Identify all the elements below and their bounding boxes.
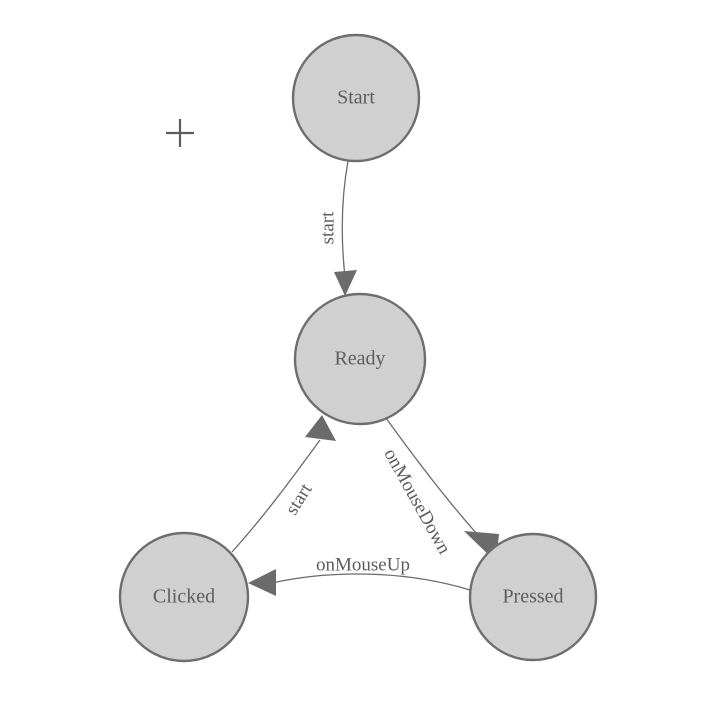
edge-label-pressed-to-clicked: onMouseUp bbox=[316, 554, 410, 575]
node-start[interactable]: Start bbox=[291, 33, 421, 163]
edge-label-ready-to-pressed: onMouseDown bbox=[379, 445, 454, 558]
edge-clicked-to-ready[interactable]: start bbox=[231, 415, 336, 553]
edge-start-to-ready[interactable]: start bbox=[317, 160, 357, 296]
edge-path-clicked-to-ready bbox=[231, 439, 321, 553]
arrowhead-start-to-ready bbox=[334, 270, 357, 296]
node-start-circle[interactable] bbox=[291, 33, 421, 163]
edge-label-start-to-ready: start bbox=[317, 211, 338, 244]
node-pressed-circle[interactable] bbox=[468, 532, 598, 662]
node-ready-label: Ready bbox=[334, 348, 385, 370]
node-pressed[interactable]: Pressed bbox=[468, 532, 598, 662]
edge-pressed-to-clicked[interactable]: onMouseUp bbox=[248, 554, 471, 596]
edge-path-start-to-ready bbox=[341, 160, 349, 278]
node-clicked-label: Clicked bbox=[153, 586, 215, 608]
node-clicked-circle[interactable] bbox=[118, 531, 250, 663]
crosshair-cursor-icon bbox=[166, 119, 194, 147]
edge-ready-to-pressed[interactable]: onMouseDown bbox=[379, 417, 499, 562]
edge-path-pressed-to-clicked bbox=[271, 573, 471, 591]
node-clicked[interactable]: Clicked bbox=[118, 531, 250, 663]
arrowhead-clicked-to-ready bbox=[305, 415, 336, 441]
node-pressed-label: Pressed bbox=[502, 586, 563, 608]
node-ready[interactable]: Ready bbox=[293, 292, 427, 426]
node-ready-circle[interactable] bbox=[293, 292, 427, 426]
node-start-label: Start bbox=[337, 87, 375, 109]
arrowhead-pressed-to-clicked bbox=[248, 569, 276, 596]
